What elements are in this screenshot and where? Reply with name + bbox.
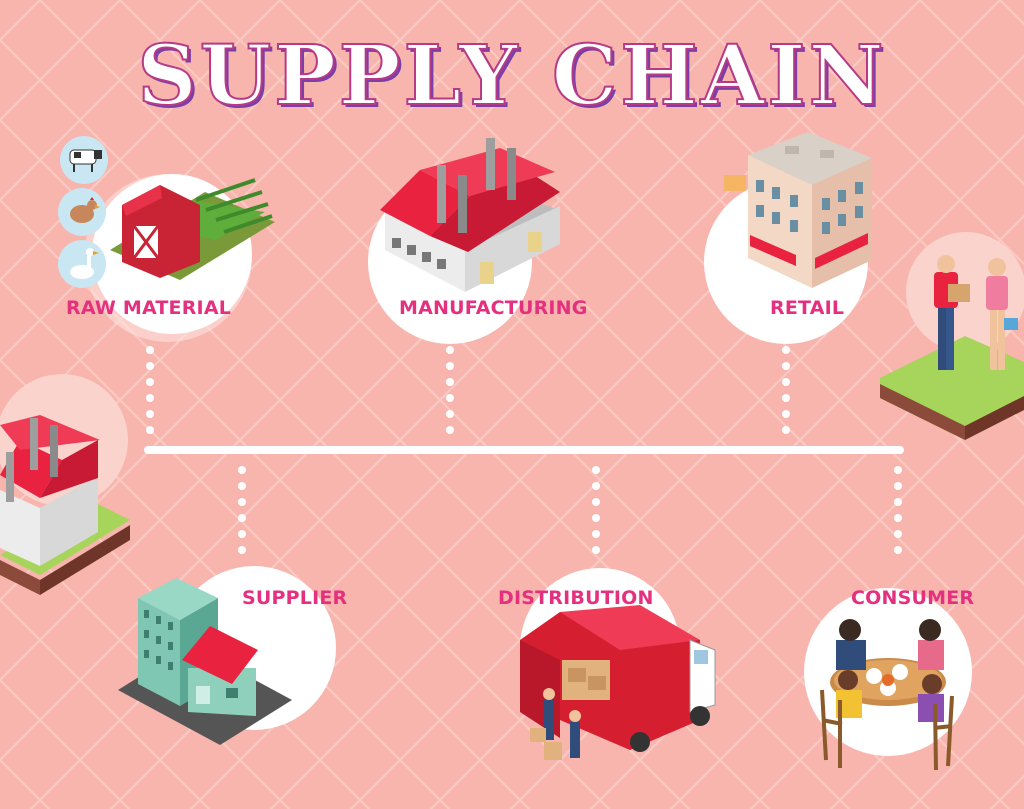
store-building-icon bbox=[724, 132, 872, 288]
warehouse-factory-icon bbox=[0, 415, 130, 595]
label-retail: RETAIL bbox=[770, 297, 845, 319]
label-supplier: SUPPLIER bbox=[242, 587, 348, 609]
chicken-icon bbox=[58, 188, 106, 236]
connector-lines bbox=[144, 346, 904, 554]
dining-family-icon bbox=[820, 619, 954, 771]
supplier-building-icon bbox=[118, 578, 292, 745]
label-consumer: CONSUMER bbox=[851, 587, 975, 609]
label-distribution: DISTRIBUTION bbox=[498, 587, 654, 609]
factory-icon bbox=[380, 138, 560, 292]
label-manufacturing: MANUFACTURING bbox=[399, 297, 588, 319]
goose-icon bbox=[58, 240, 106, 288]
barn-icon bbox=[110, 178, 275, 280]
delivery-people-icon bbox=[880, 255, 1024, 440]
label-raw-material: RAW MATERIAL bbox=[66, 297, 232, 319]
page-title: SUPPLY CHAIN bbox=[136, 27, 887, 125]
delivery-truck-icon bbox=[520, 605, 716, 760]
cow-icon bbox=[60, 136, 108, 184]
